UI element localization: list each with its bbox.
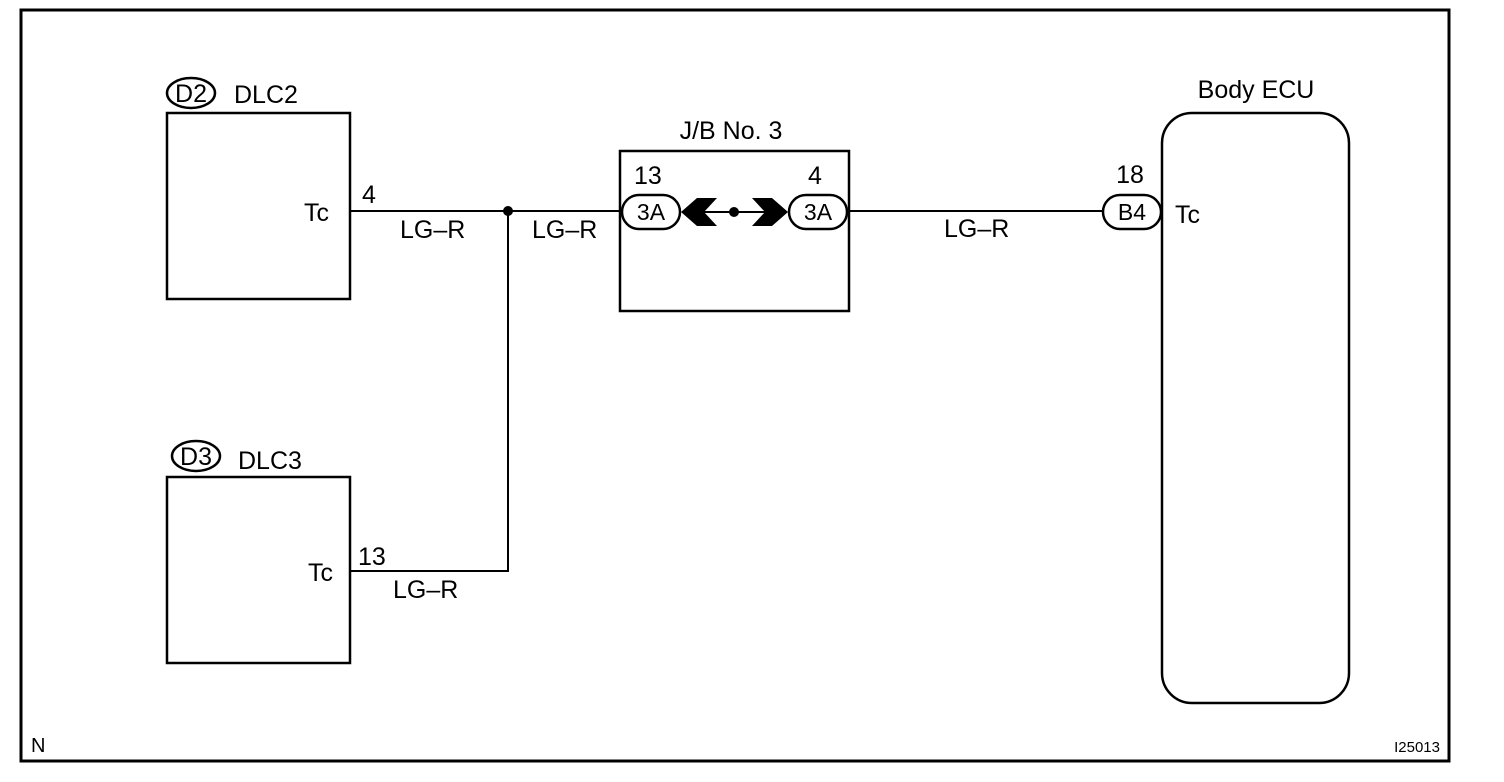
body-ecu-box	[1160, 111, 1351, 705]
dlc2-terminal-label: Tc	[304, 199, 329, 227]
body-ecu-connector-code: B4	[1118, 199, 1146, 225]
body-ecu-name: Body ECU	[1198, 76, 1315, 104]
junction-block-left-connector-code: 3A	[637, 199, 666, 225]
splice-point	[503, 206, 513, 216]
dlc2-name: DLC2	[234, 81, 298, 109]
dlc3-terminal-label: Tc	[308, 559, 333, 587]
junction-block-left-arrow-icon	[681, 198, 717, 226]
junction-block-left-connector	[620, 193, 682, 231]
junction-block-left-pin: 13	[634, 162, 662, 190]
junction-block-right-connector	[787, 193, 849, 231]
dlc2-pin-number: 4	[362, 181, 376, 209]
dlc3-component: D3 DLC3 Tc 13	[165, 439, 386, 665]
wire-dlc3-to-splice	[350, 211, 509, 572]
body-ecu-terminal-label: Tc	[1175, 201, 1200, 229]
body-ecu-pin-number: 18	[1116, 161, 1144, 189]
dlc3-connector-code-badge	[170, 439, 222, 473]
junction-block-component: J/B No. 3 13 4 3A 3A	[618, 117, 851, 313]
body-ecu-component: Body ECU 18 B4 Tc	[1101, 76, 1351, 705]
wire-color-jb-ecu: LG–R	[944, 215, 1009, 243]
diagram-frame	[19, 8, 1451, 763]
wire-color-dlc2: LG–R	[400, 216, 465, 244]
dlc3-connector-code: D3	[180, 443, 212, 471]
junction-block-right-connector-code: 3A	[804, 199, 833, 225]
wire-color-splice-jb: LG–R	[532, 216, 597, 244]
junction-block-name: J/B No. 3	[680, 117, 783, 145]
dlc2-connector-code-badge	[165, 76, 217, 110]
footer-left-mark: N	[31, 735, 45, 757]
dlc3-name: DLC3	[238, 447, 302, 475]
junction-block-box	[618, 149, 851, 313]
dlc2-connector-code: D2	[175, 80, 207, 108]
junction-block-right-arrow-icon	[752, 198, 788, 226]
dlc2-component: D2 DLC2 Tc 4	[165, 76, 376, 301]
wire-color-dlc3: LG–R	[393, 576, 458, 604]
body-ecu-connector	[1101, 193, 1163, 231]
junction-block-right-pin: 4	[808, 162, 822, 190]
junction-block-internal-splice	[729, 207, 739, 217]
dlc3-pin-number: 13	[358, 543, 386, 571]
dlc2-box	[165, 111, 352, 301]
figure-id: I25013	[1394, 739, 1440, 756]
